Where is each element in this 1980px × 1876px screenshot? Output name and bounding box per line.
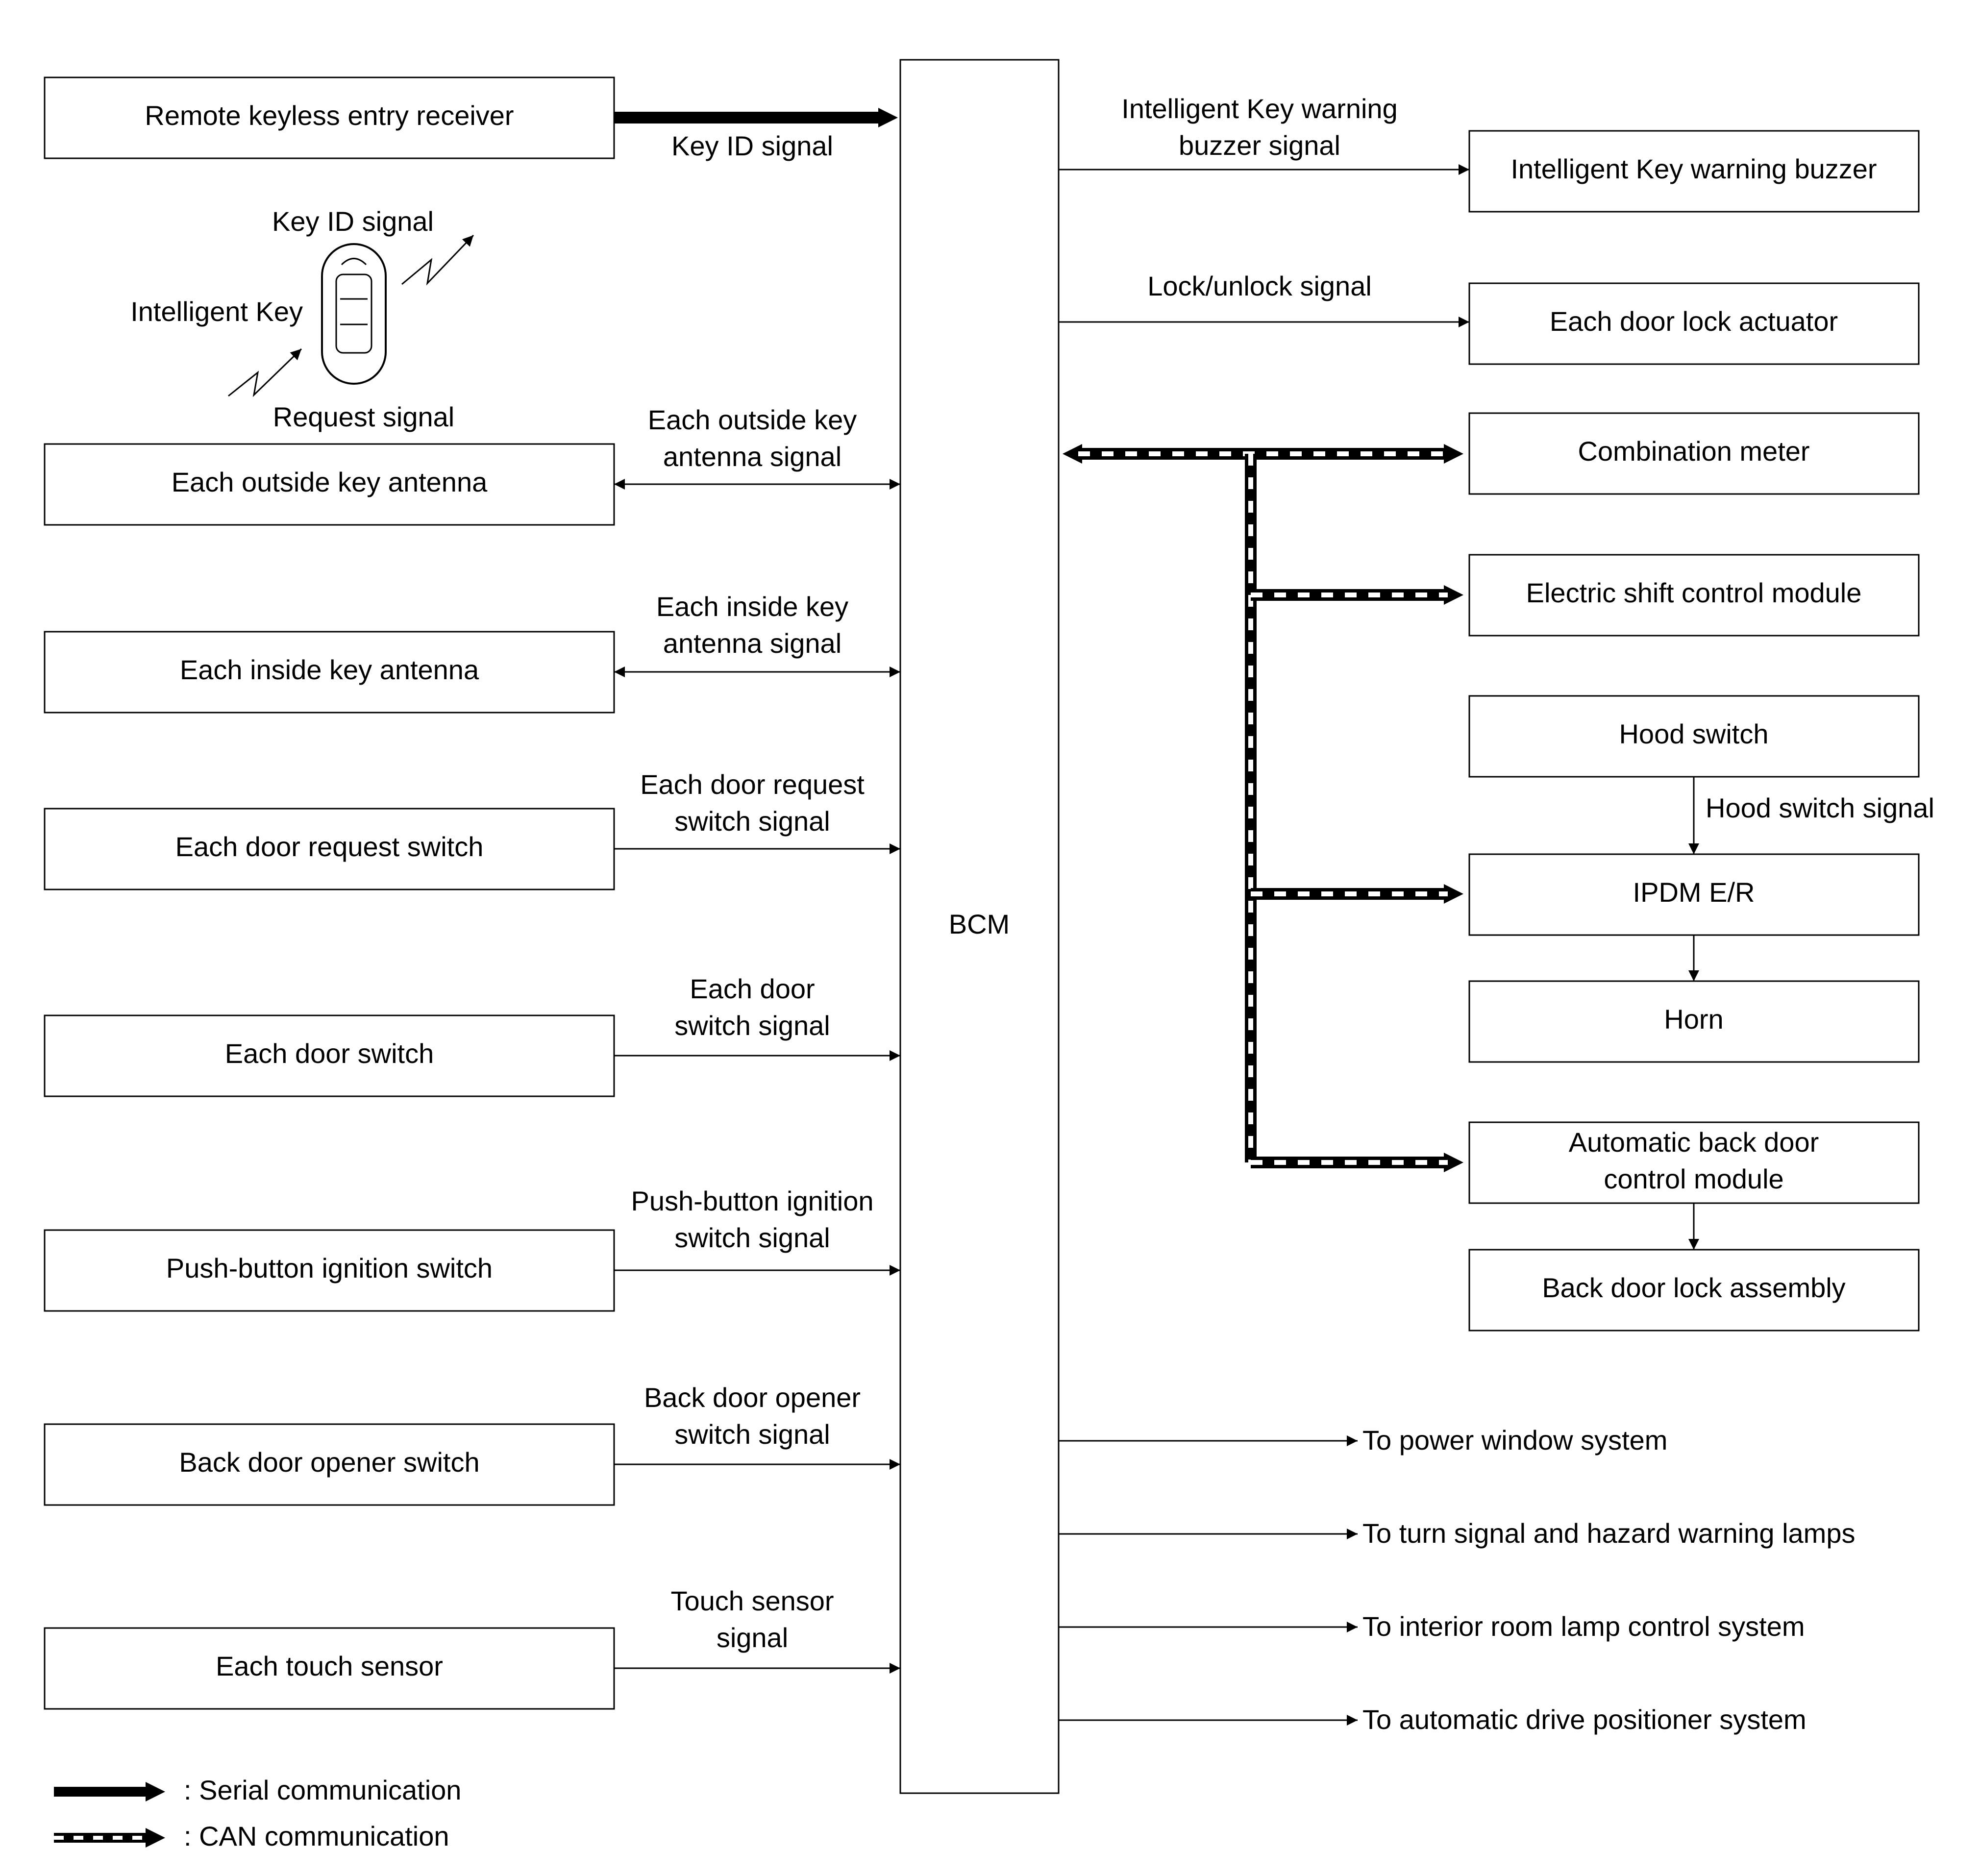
signal-label: Key ID signal [671, 130, 833, 161]
signal-label: Each door request [640, 769, 865, 800]
buzzer-signal-label: Intelligent Key warning [1121, 93, 1397, 124]
horn: Horn [1468, 980, 1920, 1063]
output-label: Electric shift control module [1526, 577, 1862, 608]
signal-label: switch signal [674, 1222, 830, 1253]
outside-key-antenna: Each outside key antenna [44, 443, 615, 526]
signal-label: Each door [690, 973, 815, 1004]
to-system-label: To interior room lamp control system [1362, 1611, 1805, 1642]
output-label: Hood switch [1619, 718, 1768, 749]
input-label: Each door request switch [175, 831, 484, 862]
door-switch: Each door switch [44, 1014, 615, 1097]
input-label: Back door opener switch [179, 1447, 479, 1478]
signal-label: Back door opener [644, 1382, 861, 1413]
key-fob-icon [321, 243, 387, 385]
output-label: control module [1604, 1163, 1783, 1194]
door-request-switch: Each door request switch [44, 808, 615, 890]
to-system-label: To turn signal and hazard warning lamps [1362, 1518, 1855, 1549]
output-label: Horn [1664, 1004, 1723, 1035]
output-label: Combination meter [1578, 436, 1809, 467]
push-button-ignition-switch: Push-button ignition switch [44, 1229, 615, 1312]
intelligent-key-label: Intelligent Key [130, 296, 303, 327]
electric-shift-control-module: Electric shift control module [1468, 554, 1920, 637]
radio-signal-out-icon [401, 234, 474, 286]
signal-label: signal [717, 1622, 788, 1653]
hood-switch: Hood switch [1468, 695, 1920, 778]
signal-label: Touch sensor [670, 1585, 834, 1616]
remote-keyless-entry-receiver: Remote keyless entry receiver [44, 76, 615, 159]
key-id-signal-label: Key ID signal [272, 206, 434, 237]
bcm-block: BCM [899, 59, 1060, 1794]
bcm-label: BCM [949, 909, 1010, 939]
signal-label: switch signal [674, 806, 830, 837]
touch-sensor: Each touch sensor [44, 1627, 615, 1710]
input-label: Each outside key antenna [172, 467, 488, 497]
input-label: Remote keyless entry receiver [145, 100, 514, 131]
input-label: Push-button ignition switch [166, 1253, 493, 1284]
intelligent-key: Key ID signal Intelligent Key Request si… [130, 206, 474, 432]
can-bus [1063, 444, 1463, 1172]
automatic-back-door-control-module: Automatic back door control module [1468, 1121, 1920, 1204]
signal-label: switch signal [674, 1419, 830, 1450]
warning-buzzer: Intelligent Key warning buzzer [1468, 130, 1920, 213]
buzzer-signal-label: buzzer signal [1179, 130, 1340, 161]
output-label: IPDM E/R [1633, 877, 1755, 908]
serial-legend-label: : Serial communication [184, 1775, 461, 1805]
input-label: Each inside key antenna [180, 654, 479, 685]
signal-label: antenna signal [663, 628, 842, 659]
output-label: Each door lock actuator [1550, 306, 1838, 337]
request-signal-label: Request signal [273, 401, 454, 432]
back-door-lock-assembly: Back door lock assembly [1468, 1249, 1920, 1332]
signal-label: Push-button ignition [631, 1185, 873, 1216]
input-label: Each door switch [225, 1038, 434, 1069]
to-system-label: To power window system [1362, 1425, 1667, 1456]
lock-signal-label: Lock/unlock signal [1147, 271, 1372, 301]
to-system-label: To automatic drive positioner system [1362, 1704, 1807, 1735]
door-lock-actuator: Each door lock actuator [1468, 282, 1920, 365]
signal-label: antenna signal [663, 441, 842, 472]
output-label: Intelligent Key warning buzzer [1510, 153, 1877, 184]
inside-key-antenna: Each inside key antenna [44, 631, 615, 714]
can-legend-label: : CAN communication [184, 1821, 449, 1851]
back-door-opener-switch: Back door opener switch [44, 1423, 615, 1506]
ipdm-er: IPDM E/R [1468, 853, 1920, 936]
combination-meter: Combination meter [1468, 412, 1920, 495]
output-label: Back door lock assembly [1542, 1272, 1845, 1303]
legend: : Serial communication : CAN communicati… [54, 1775, 461, 1851]
signal-label: switch signal [674, 1010, 830, 1041]
signal-label: Each inside key [656, 591, 848, 622]
output-label: Automatic back door [1569, 1127, 1819, 1158]
radio-signal-in-icon [228, 348, 302, 397]
input-label: Each touch sensor [216, 1651, 443, 1681]
hood-signal-label: Hood switch signal [1706, 792, 1934, 823]
signal-label: Each outside key [648, 404, 857, 435]
